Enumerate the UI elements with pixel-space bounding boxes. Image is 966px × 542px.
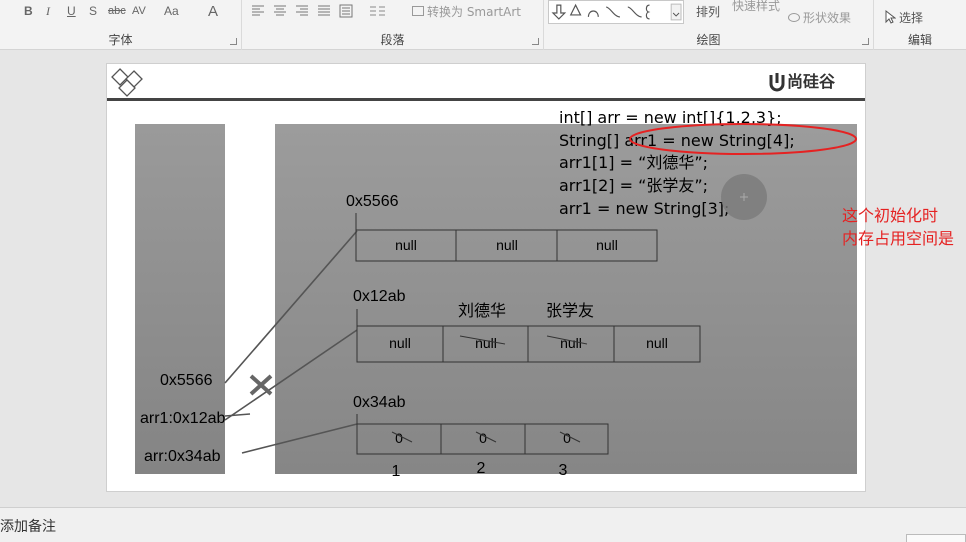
diamond-logo-icon — [111, 68, 143, 97]
shape-effects-icon — [788, 12, 800, 22]
highlight-ellipse — [629, 123, 857, 155]
font-color-button[interactable]: A — [208, 2, 219, 20]
stack-labels: 0x5566 arr1:0x12ab arr:0x34ab — [140, 372, 225, 465]
overlay-value: 刘德华 — [458, 301, 506, 320]
code-block: int[] arr = new int[]{1,2,3}; String[] a… — [559, 108, 795, 218]
overlay-value: 3 — [559, 462, 568, 479]
array-cell: null — [389, 335, 411, 351]
change-case-button[interactable]: Aa — [164, 4, 179, 18]
paragraph-group-label: 段落 — [380, 33, 405, 47]
heap-address: 0x34ab — [353, 394, 406, 411]
quick-styles-button[interactable]: 快速样式 — [732, 0, 781, 13]
code-line: arr1 = new String[3]; — [559, 199, 729, 218]
array-cell: null — [646, 335, 668, 351]
heap-array-2: 0 0 0 — [356, 423, 609, 455]
columns-icon[interactable] — [368, 2, 388, 20]
array-cell: null — [395, 237, 417, 253]
font-dialog-launcher-icon[interactable] — [230, 38, 237, 45]
overlay-value: 2 — [477, 460, 486, 477]
shapes-gallery[interactable] — [548, 0, 684, 24]
drawing-group-label: 绘图 — [696, 33, 721, 47]
stack-label: arr:0x34ab — [144, 448, 221, 465]
status-bar-control[interactable] — [906, 534, 966, 542]
code-line: String[] arr1 = new String[4]; — [559, 131, 795, 150]
array-cell: null — [596, 237, 618, 253]
crosshair-icon — [740, 193, 748, 201]
heap-address: 0x5566 — [346, 193, 399, 210]
slide[interactable]: 尚硅谷 int[] arr = new int[]{1,2,3}; String… — [106, 63, 866, 492]
font-group: B I U S abc AV Aa A 字体 — [0, 0, 242, 50]
cursor-icon — [885, 10, 896, 24]
svg-text:尚硅谷: 尚硅谷 — [787, 72, 836, 91]
editing-group-label: 编辑 — [907, 33, 932, 47]
strikethrough-button[interactable]: abc — [108, 5, 126, 17]
paragraph-dialog-launcher-icon[interactable] — [532, 38, 539, 45]
shape-effects-button[interactable]: 形状效果 — [788, 8, 851, 26]
smartart-icon — [412, 6, 424, 16]
stack-label: 0x5566 — [160, 372, 213, 389]
slide-graphic: 尚硅谷 int[] arr = new int[]{1,2,3}; String… — [107, 68, 865, 480]
heap-address: 0x12ab — [353, 288, 406, 305]
stack-label: arr1:0x12ab — [140, 410, 225, 427]
overlay-value: 1 — [392, 463, 401, 480]
slide-canvas-area: 尚硅谷 int[] arr = new int[]{1,2,3}; String… — [0, 51, 966, 507]
array-cell: null — [560, 335, 582, 351]
red-annotation: 这个初始化时 内存占用空间是 — [842, 204, 954, 250]
array-cell: null — [496, 237, 518, 253]
brand-logo: 尚硅谷 — [769, 72, 836, 92]
font-group-label: 字体 — [108, 33, 133, 47]
underline-button[interactable]: U — [67, 4, 76, 18]
overlay-value: 张学友 — [546, 301, 594, 320]
code-line: int[] arr = new int[]{1,2,3}; — [559, 108, 782, 127]
code-line: arr1[1] = “刘德华”; — [559, 153, 708, 172]
array-cell: 0 — [479, 430, 487, 446]
drawing-group: 排列 快速样式 形状效果 绘图 — [544, 0, 874, 50]
arrange-button[interactable]: 排列 — [696, 4, 721, 19]
drawing-dialog-launcher-icon[interactable] — [862, 38, 869, 45]
smartart-button[interactable]: 转换为 SmartArt — [412, 2, 521, 20]
character-spacing-button[interactable]: AV — [132, 5, 146, 17]
ribbon: B I U S abc AV Aa A 字体 — [0, 0, 966, 50]
header-rule — [107, 98, 865, 101]
stack-panel — [135, 124, 225, 474]
reference-arrows — [224, 230, 358, 454]
bold-button[interactable]: B — [24, 4, 33, 18]
array-cell: null — [475, 335, 497, 351]
shadow-button[interactable]: S — [89, 4, 98, 18]
italic-button[interactable]: I — [46, 3, 50, 18]
cross-mark-icon — [249, 374, 273, 396]
array-cell: 0 — [395, 430, 403, 446]
annotation-line: 这个初始化时 — [842, 206, 939, 225]
paragraph-group: 转换为 SmartArt 段落 — [242, 0, 544, 50]
code-line: arr1[2] = “张学友”; — [559, 176, 708, 195]
notes-placeholder[interactable]: 添加备注 — [0, 519, 56, 535]
paragraph-align-icons[interactable] — [250, 2, 360, 20]
notes-bar: 添加备注 — [0, 507, 966, 542]
editing-group: 选择 编辑 — [874, 0, 966, 50]
select-button[interactable]: 选择 — [884, 8, 923, 26]
annotation-line: 内存占用空间是 — [842, 229, 955, 248]
heap-array-1: null null null null — [356, 325, 701, 363]
array-cell: 0 — [563, 430, 571, 446]
heap-array-0: null null null — [355, 229, 658, 262]
